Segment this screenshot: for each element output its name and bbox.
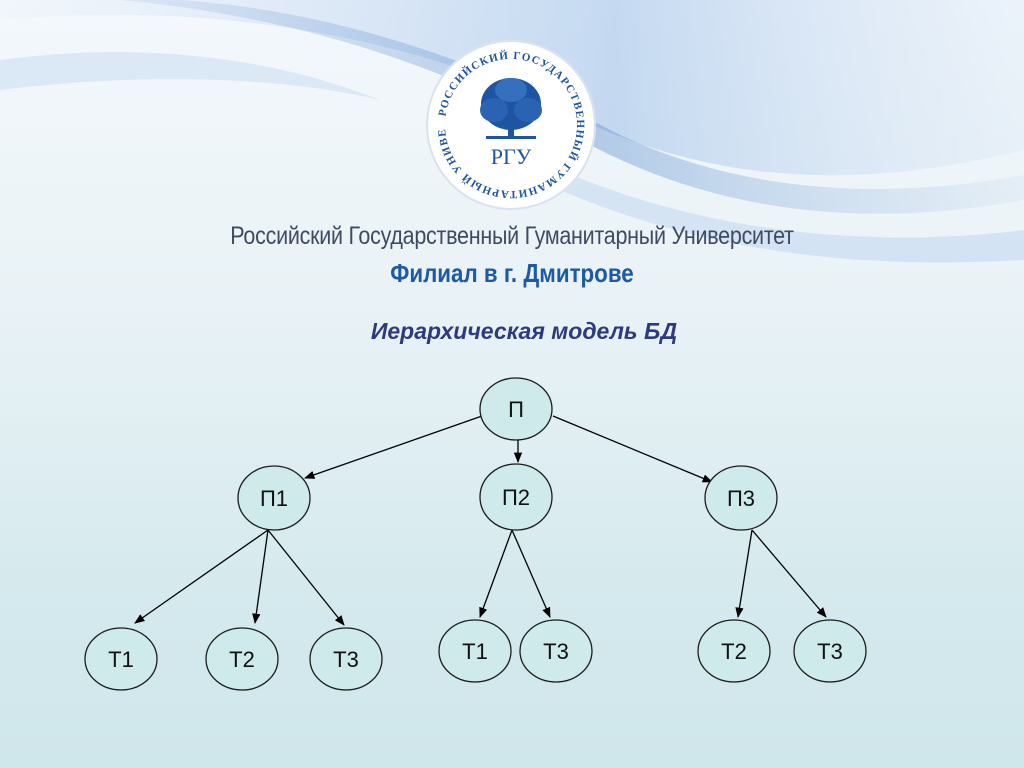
slide-title: Иерархическая модель БД (370, 318, 678, 344)
node-p1-t2: Т2 (205, 627, 279, 691)
edge-p3-t2 (735, 529, 753, 619)
university-name: Российский Государственный Гуманитарный … (230, 222, 794, 250)
edge-p1-t3 (267, 529, 345, 626)
node-p3-t3: Т3 (793, 619, 867, 683)
oak-tree-icon (480, 78, 542, 139)
node-p2-t1: Т1 (438, 619, 512, 683)
node-p3-t3-label: Т3 (817, 639, 843, 664)
node-root-label: П (508, 397, 524, 422)
node-p2-label: П2 (502, 485, 530, 510)
node-p2-t1-label: Т1 (462, 639, 488, 664)
university-logo: РОССИЙСКИЙ ГОСУДАРСТВЕННЫЙ ГУМАНИТАРНЫЙ … (424, 38, 596, 210)
node-p3-t2-label: Т2 (721, 639, 747, 664)
node-p1-t3: Т3 (309, 627, 383, 691)
edge-p1-t1 (134, 529, 269, 624)
node-p1-t3-label: Т3 (333, 647, 359, 672)
edge-root-p1 (304, 415, 483, 479)
node-p1-t1-label: Т1 (108, 647, 134, 672)
node-p1-t2-label: Т2 (229, 647, 255, 672)
node-p1-label: П1 (260, 486, 288, 511)
node-p3-label: П3 (727, 486, 755, 511)
node-p2-t3: Т3 (519, 619, 593, 683)
edge-p3-t3 (751, 529, 827, 618)
logo-monogram: РГУ (491, 144, 532, 169)
node-p2-t3-label: Т3 (543, 639, 569, 664)
node-p1: П1 (237, 465, 311, 531)
node-p2: П2 (479, 463, 553, 531)
branch-name: Филиал в г. Дмитрове (390, 258, 634, 288)
edge-p2-t3 (511, 529, 551, 618)
node-root: П (479, 377, 553, 441)
edge-p1-t2 (252, 529, 269, 625)
node-p1-t1: Т1 (84, 627, 158, 691)
node-p3-t2: Т2 (697, 619, 771, 683)
node-p3: П3 (704, 465, 778, 531)
edge-p2-t1 (479, 529, 513, 618)
edge-root-p3 (552, 415, 713, 483)
